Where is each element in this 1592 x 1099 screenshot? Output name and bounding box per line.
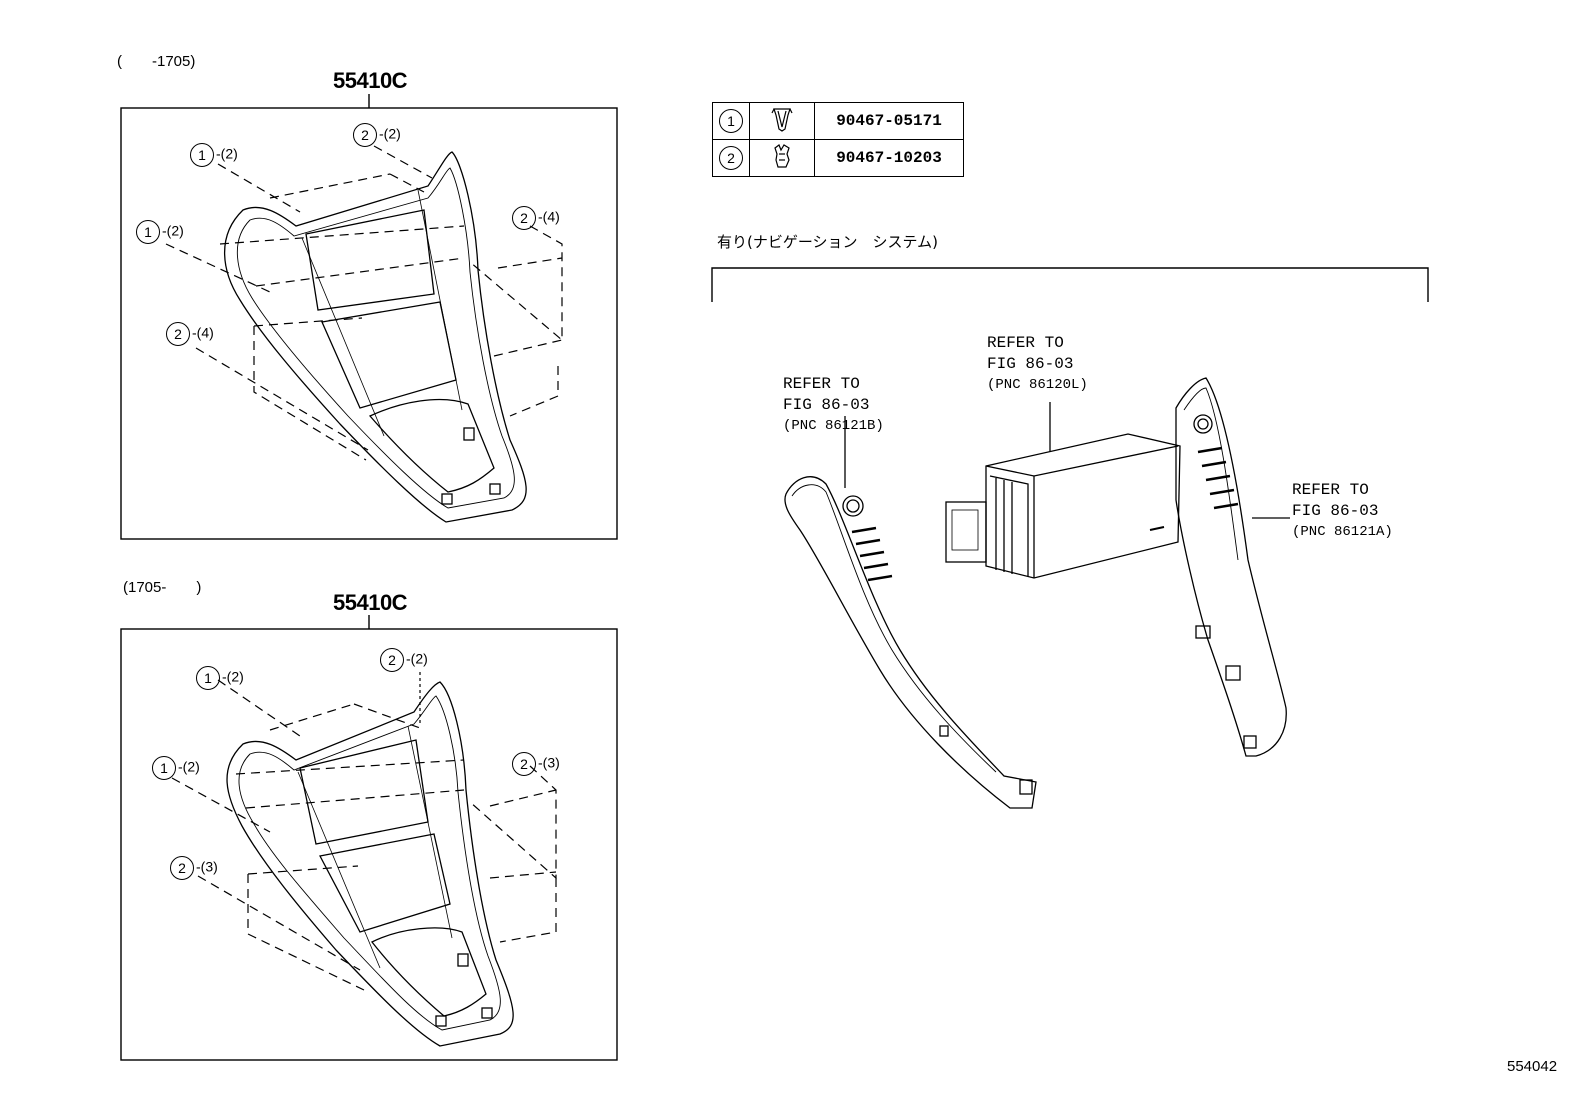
top-callout-1: 1-(2): [190, 143, 238, 167]
right-trim-panel: [1175, 377, 1290, 757]
reference-pnc: (PNC 86121A): [1292, 524, 1393, 540]
top-callout-5: 2-(4): [166, 322, 214, 346]
callout-number: 2: [512, 752, 536, 776]
reference-line: FIG 86-03: [783, 396, 870, 414]
bottom-panel-leaders: [171, 672, 557, 991]
figure-number: 554042: [1507, 1058, 1558, 1075]
bottom-callout-5: 2-(3): [170, 856, 218, 880]
callout-qty: -(2): [216, 145, 238, 162]
bottom-console-panel: [226, 681, 514, 1047]
bottom-callout-1: 1-(2): [196, 666, 244, 690]
callout-number: 2: [166, 322, 190, 346]
callout-qty: -(3): [196, 858, 218, 875]
navigation-bracket: [711, 267, 1429, 302]
clip-legend-table: 1 90467-05171 2 90467: [712, 102, 964, 177]
clip-icon: [771, 107, 793, 132]
bottom-panel-range-label: (1705- ): [123, 579, 202, 596]
callout-qty: -(2): [379, 125, 401, 142]
callout-number: 1: [190, 143, 214, 167]
table-row: 1 90467-05171: [712, 102, 964, 140]
reference-right: REFER TO FIG 86-03 (PNC 86121A): [1292, 480, 1393, 543]
bottom-callout-3: 1-(2): [152, 756, 200, 780]
top-callout-2: 2-(2): [353, 123, 401, 147]
reference-pnc: (PNC 86121B): [783, 418, 884, 434]
callout-qty: -(2): [162, 222, 184, 239]
callout-number: 2: [512, 206, 536, 230]
callout-qty: -(3): [538, 754, 560, 771]
clip-part-number: 90467-05171: [814, 102, 964, 140]
clip-number: 1: [719, 109, 743, 133]
callout-number: 1: [136, 220, 160, 244]
callout-number: 1: [152, 756, 176, 780]
callout-qty: -(2): [178, 758, 200, 775]
reference-line: REFER TO: [987, 334, 1064, 352]
bottom-panel-part-number: 55410C: [333, 590, 408, 615]
top-console-panel: [224, 151, 527, 523]
reference-line: FIG 86-03: [987, 355, 1074, 373]
navigation-system-label: 有り(ナビゲーション システム): [717, 233, 938, 251]
reference-left: REFER TO FIG 86-03 (PNC 86121B): [783, 374, 884, 437]
callout-number: 2: [353, 123, 377, 147]
clip-icon: [774, 143, 790, 168]
callout-qty: -(2): [222, 668, 244, 685]
callout-number: 2: [170, 856, 194, 880]
reference-line: REFER TO: [1292, 481, 1369, 499]
bottom-callout-2: 2-(2): [380, 648, 428, 672]
clip-part-number: 90467-10203: [814, 139, 964, 177]
table-row: 2 90467-10203: [712, 139, 964, 177]
reference-pnc: (PNC 86120L): [987, 377, 1088, 393]
reference-line: FIG 86-03: [1292, 502, 1379, 520]
callout-qty: -(4): [192, 324, 214, 341]
top-panel-range-label: ( -1705): [117, 53, 196, 70]
callout-number: 2: [380, 648, 404, 672]
top-panel-part-number: 55410C: [333, 68, 408, 93]
bottom-panel-frame: [120, 628, 618, 1061]
reference-center: REFER TO FIG 86-03 (PNC 86120L): [987, 333, 1088, 396]
reference-line: REFER TO: [783, 375, 860, 393]
top-callout-3: 1-(2): [136, 220, 184, 244]
callout-qty: -(2): [406, 650, 428, 667]
top-panel-leaders: [165, 145, 563, 461]
callout-qty: -(4): [538, 208, 560, 225]
clip-number: 2: [719, 146, 743, 170]
top-callout-4: 2-(4): [512, 206, 560, 230]
navigation-receiver-unit: [945, 402, 1181, 579]
left-trim-panel: [784, 416, 1037, 809]
callout-number: 1: [196, 666, 220, 690]
bottom-callout-4: 2-(3): [512, 752, 560, 776]
